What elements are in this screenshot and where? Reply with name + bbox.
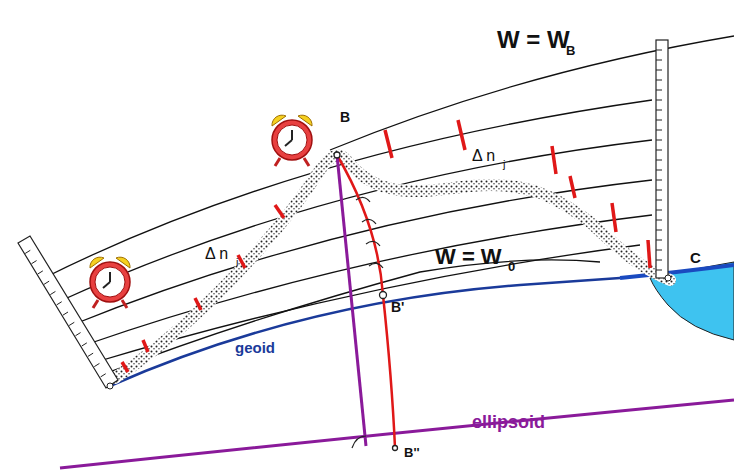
rod-tick <box>656 260 662 261</box>
level-surfaces <box>44 36 734 374</box>
rod-tick <box>38 271 43 274</box>
clock <box>90 257 130 308</box>
right-angle <box>352 436 366 448</box>
rod-tick <box>656 170 662 171</box>
point-label: C <box>690 250 701 265</box>
rod-tick <box>656 80 662 81</box>
rod-tick <box>656 180 662 181</box>
point-label: B'' <box>404 446 420 459</box>
rod-tick <box>656 200 662 201</box>
levelling-rods <box>18 40 671 389</box>
ellipsoid-label: ellipsoid <box>472 413 545 431</box>
rod-tick <box>656 230 662 231</box>
rod-tick <box>656 270 662 271</box>
geoid-line <box>110 278 620 386</box>
rod-tick <box>82 343 87 346</box>
rod-tick <box>656 60 662 61</box>
rod-tick <box>656 150 662 151</box>
geoid-label: geoid <box>235 340 275 355</box>
rod-tick <box>656 140 662 141</box>
rod-tick <box>57 302 62 305</box>
plumb-marks <box>356 197 383 268</box>
terrain <box>115 156 670 378</box>
rod-tick <box>656 110 662 111</box>
potential-subscript: B <box>566 44 575 57</box>
rod-tick <box>656 70 662 71</box>
delta-n-subscript: j <box>503 159 505 170</box>
rod-tick <box>75 333 80 336</box>
rod-tick <box>63 312 68 315</box>
rod-tick <box>101 374 106 377</box>
rod-tick <box>656 250 662 251</box>
point-label: B <box>340 110 350 124</box>
rod-tick <box>656 50 662 51</box>
delta-n-label: Δ n <box>472 148 495 164</box>
rod-tick <box>88 353 93 356</box>
rod-tick <box>656 190 662 191</box>
ellipsoid-line <box>60 400 734 468</box>
rod-tick <box>69 322 74 325</box>
rod-tick <box>656 100 662 101</box>
potential-label: W = W <box>435 246 502 268</box>
rod-tick <box>94 363 99 366</box>
rod-tick <box>656 220 662 221</box>
rod-tick <box>44 281 49 284</box>
plumb-line <box>337 155 395 448</box>
rod-tick <box>656 210 662 211</box>
points <box>334 152 398 451</box>
potential-subscript: 0 <box>508 260 515 273</box>
rod-tick <box>656 240 662 241</box>
delta-n-label: Δ n <box>205 246 228 262</box>
rod-tick <box>656 120 662 121</box>
clock <box>272 115 312 166</box>
ellipsoidal-normal <box>337 155 366 446</box>
potential-label: W = W <box>497 28 570 52</box>
rod-tick <box>31 261 36 264</box>
rod-tick <box>656 90 662 91</box>
rod-tick <box>25 250 30 253</box>
delta-n-subscript: i <box>236 257 238 268</box>
rod-tick <box>656 160 662 161</box>
rod-tick <box>656 130 662 131</box>
point-label: B' <box>391 300 404 314</box>
rod-tick <box>50 291 55 294</box>
